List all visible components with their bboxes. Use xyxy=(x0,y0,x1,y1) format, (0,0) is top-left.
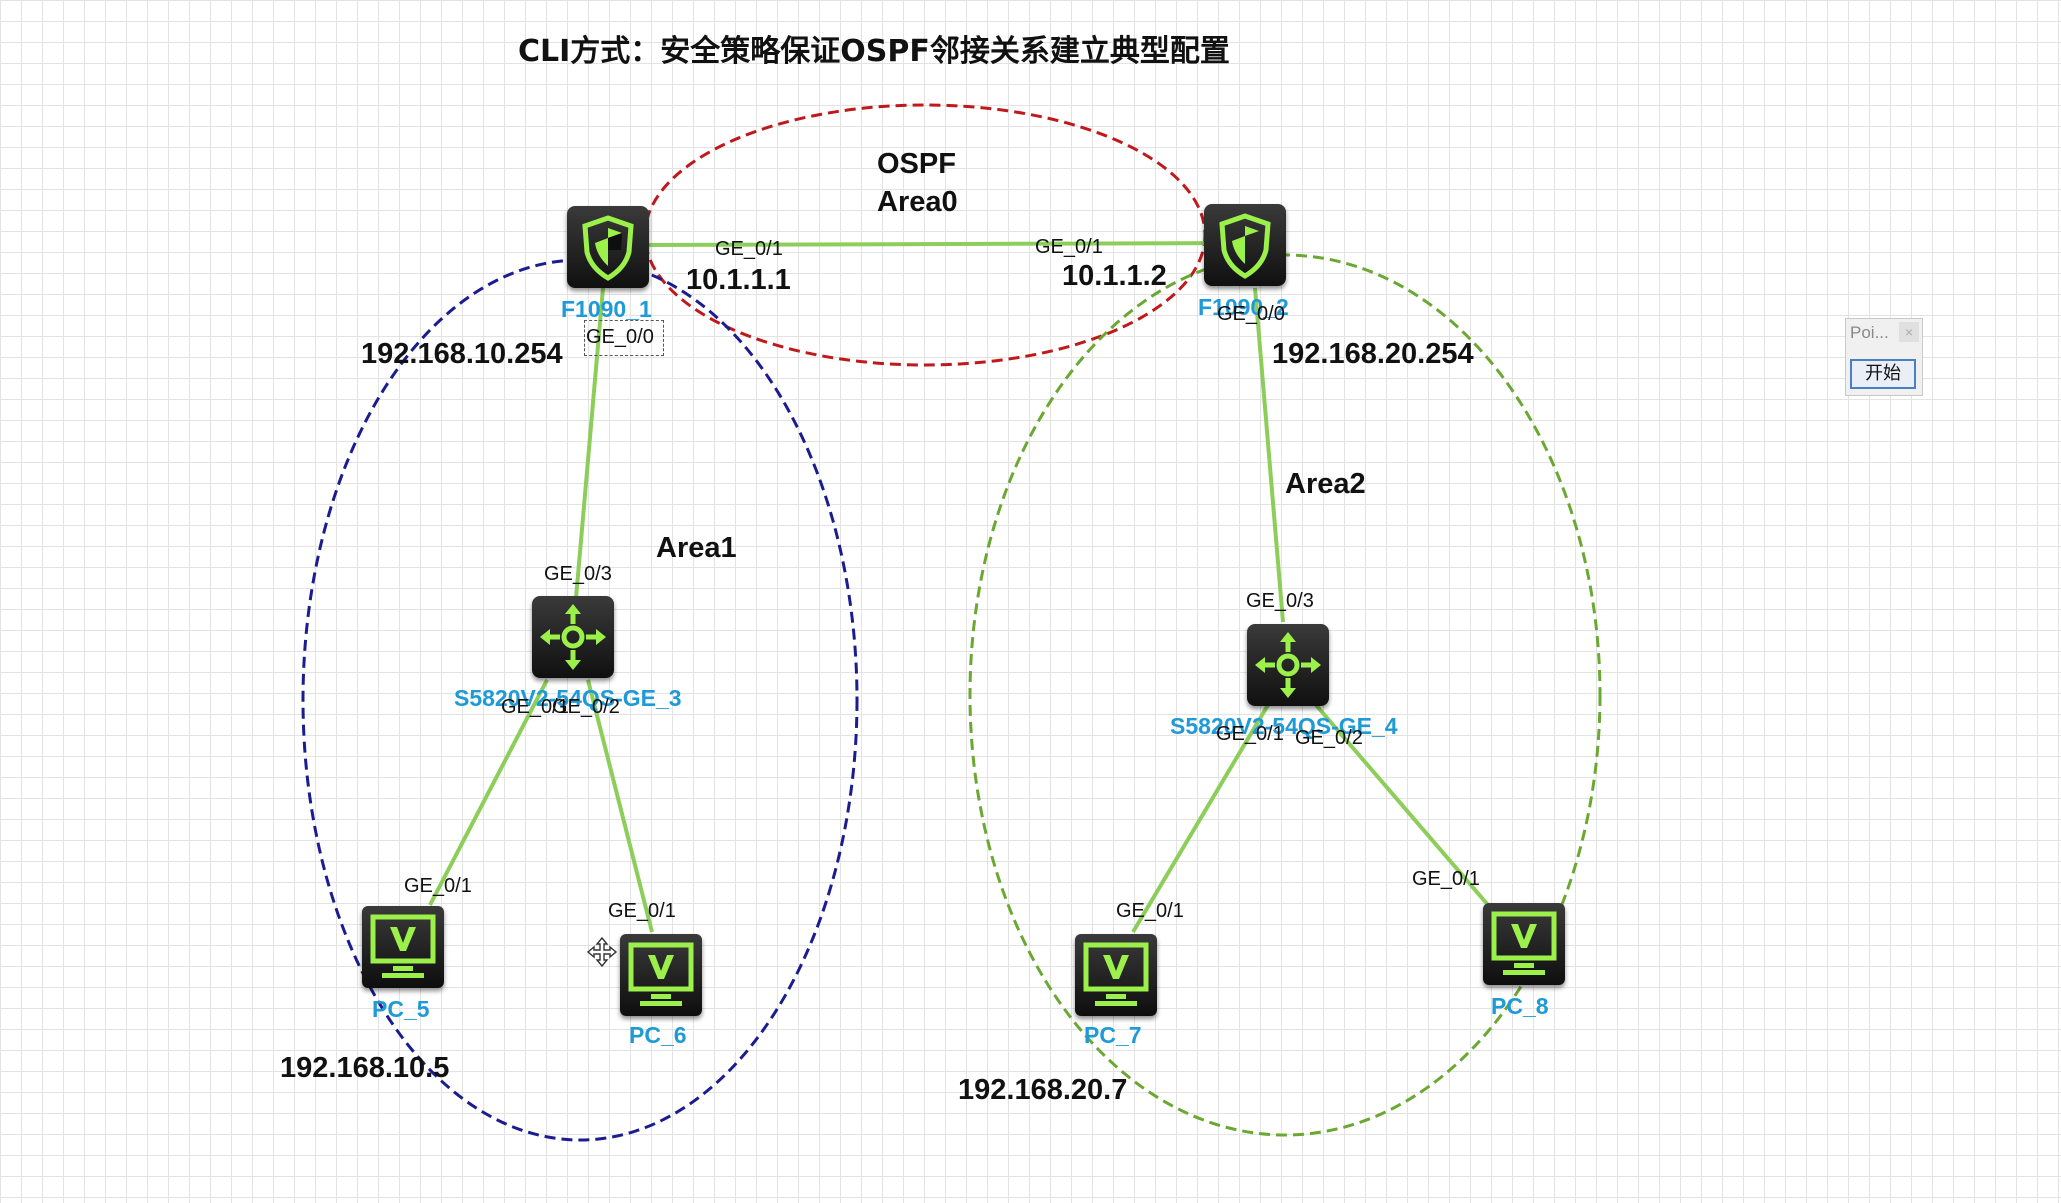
mini-window-title: Poi... xyxy=(1850,323,1889,342)
selected-port-box xyxy=(584,320,664,356)
port-label-fw1-ge01: GE_0/1 xyxy=(715,238,783,260)
pc-8[interactable] xyxy=(1483,903,1565,985)
link-sw4-pc8[interactable] xyxy=(1314,703,1490,907)
device-label-fw1: F1090_1 xyxy=(561,296,652,322)
link-sw4-pc7[interactable] xyxy=(1131,703,1270,934)
switch-s5820-3[interactable] xyxy=(532,596,614,678)
switch-s5820-4[interactable] xyxy=(1247,624,1329,706)
port-label-sw4-ge02: GE_0/2 xyxy=(1295,727,1363,749)
layer3-switch-arrows-icon xyxy=(1255,632,1321,698)
ip-label-fw2-ge01: 10.1.1.2 xyxy=(1062,260,1167,292)
move-cursor-icon xyxy=(586,936,618,968)
link-fw1-sw3[interactable] xyxy=(574,287,605,599)
link-fw1-fw2[interactable] xyxy=(647,241,1246,247)
port-label-fw1-ge00: GE_0/0 xyxy=(586,326,654,348)
area0-label-ospf: OSPF xyxy=(877,148,956,180)
area2-label: Area2 xyxy=(1285,468,1366,500)
pc-monitor-icon xyxy=(628,942,694,1006)
ip-label-fw2-ge00: 192.168.20.254 xyxy=(1272,338,1474,370)
pc-5[interactable] xyxy=(362,906,444,988)
pc-monitor-icon xyxy=(370,914,436,978)
firewall-f1090-1[interactable] xyxy=(567,206,649,288)
pc-6[interactable] xyxy=(620,934,702,1016)
layer3-switch-arrows-icon xyxy=(540,604,606,670)
device-label-pc7: PC_7 xyxy=(1084,1022,1142,1048)
link-fw2-sw4[interactable] xyxy=(1253,287,1285,623)
port-label-fw2-ge01: GE_0/1 xyxy=(1035,236,1103,258)
port-label-fw2-ge00: GE_0/0 xyxy=(1217,303,1285,325)
ip-label-pc7: 192.168.20.7 xyxy=(958,1074,1128,1106)
pc-monitor-icon xyxy=(1491,911,1557,975)
device-label-pc8: PC_8 xyxy=(1491,993,1549,1019)
port-label-pc7-ge01: GE_0/1 xyxy=(1116,900,1184,922)
port-label-pc5-ge01: GE_0/1 xyxy=(404,875,472,897)
area0-ellipse xyxy=(643,103,1207,367)
device-label-sw4: S5820V2-54QS-GE_4 xyxy=(1170,713,1398,739)
firewall-f1090-2[interactable] xyxy=(1204,204,1286,286)
device-label-sw3: S5820V2-54QS-GE_3 xyxy=(454,685,682,711)
link-sw3-pc6[interactable] xyxy=(586,679,654,933)
device-label-pc5: PC_5 xyxy=(372,996,430,1022)
pc-7[interactable] xyxy=(1075,934,1157,1016)
port-label-sw3-ge03: GE_0/3 xyxy=(544,563,612,585)
ip-label-pc5: 192.168.10.5 xyxy=(280,1052,450,1084)
device-label-fw2: F1090_2 xyxy=(1198,294,1289,320)
port-label-sw4-ge03: GE_0/3 xyxy=(1246,590,1314,612)
ip-label-fw1-ge01: 10.1.1.1 xyxy=(686,264,791,296)
device-label-pc6: PC_6 xyxy=(629,1022,687,1048)
floating-mini-window[interactable]: Poi... × 开始 xyxy=(1845,318,1923,396)
ip-label-fw1-ge00: 192.168.10.254 xyxy=(361,338,563,370)
port-label-sw3-ge01: GE_0/1 xyxy=(501,696,569,718)
firewall-shield-icon xyxy=(1219,213,1271,279)
port-label-sw4-ge01: GE_0/1 xyxy=(1216,723,1284,745)
area1-label: Area1 xyxy=(656,532,737,564)
firewall-shield-icon xyxy=(582,215,634,281)
page-title: CLI方式：安全策略保证OSPF邻接关系建立典型配置 xyxy=(518,34,1230,69)
link-sw3-pc5[interactable] xyxy=(428,679,549,906)
port-label-pc8-ge01: GE_0/1 xyxy=(1412,868,1480,890)
port-label-sw3-ge02: GE_0/2 xyxy=(552,696,620,718)
port-label-pc6-ge01: GE_0/1 xyxy=(608,900,676,922)
pc-monitor-icon xyxy=(1083,942,1149,1006)
start-button[interactable]: 开始 xyxy=(1850,359,1916,389)
close-icon[interactable]: × xyxy=(1899,322,1919,342)
area0-label: Area0 xyxy=(877,186,958,218)
